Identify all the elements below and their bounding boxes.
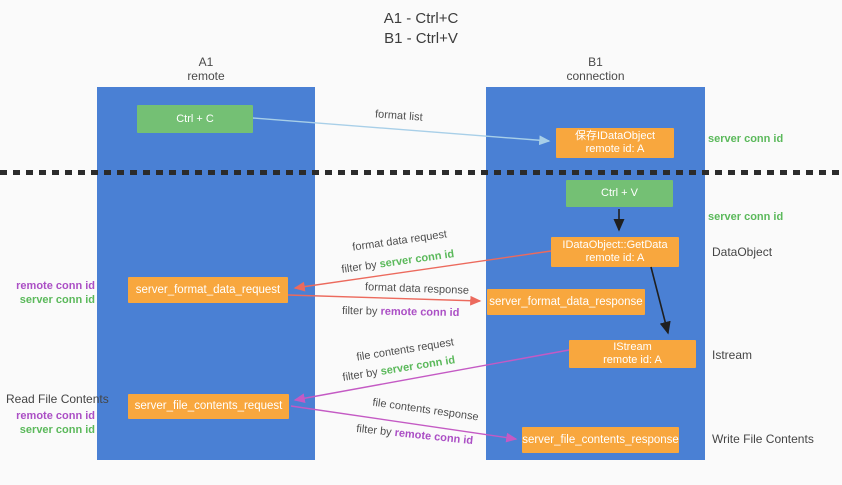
istream-line1: IStream bbox=[613, 341, 652, 353]
edge-label-filter-remote-1: filter by remote conn id bbox=[342, 305, 460, 319]
title-line-1: A1 - Ctrl+C bbox=[383, 10, 459, 27]
getdata-line2: remote id: A bbox=[585, 252, 645, 264]
format-response-label: server_format_data_response bbox=[489, 295, 643, 308]
lane-header-a1: A1 remote bbox=[97, 55, 315, 83]
edge-label-format-list: format list bbox=[374, 108, 424, 124]
annotation-server-conn-id-top: server conn id bbox=[708, 133, 784, 145]
lane-a1-role: remote bbox=[187, 69, 225, 83]
lane-a1-name: A1 bbox=[198, 55, 214, 69]
edge-label-format-data-response: format data response bbox=[364, 281, 470, 297]
server-conn-id-label: server conn id bbox=[19, 294, 95, 306]
filter-by-text: filter by bbox=[341, 304, 381, 318]
annotation-istream: Istream bbox=[712, 348, 753, 362]
dotted-divider-line bbox=[0, 170, 842, 175]
annotation-write-file-contents: Write File Contents bbox=[712, 432, 814, 446]
node-idataobject-getdata: IDataObject::GetData remote id: A bbox=[551, 237, 679, 267]
server-conn-id-label: server conn id bbox=[19, 424, 95, 436]
annotation-read-file-contents: Read File Contents bbox=[6, 392, 109, 406]
istream-line2: remote id: A bbox=[603, 354, 662, 366]
node-save-idataobject: 保存IDataObject remote id: A bbox=[556, 128, 674, 158]
filter-by-text: filter by bbox=[355, 422, 396, 439]
filter-by-text: filter by bbox=[340, 258, 381, 276]
node-server-format-data-response: server_format_data_response bbox=[487, 289, 645, 315]
annotation-conn-ids-upper: remote conn id server conn id bbox=[10, 279, 95, 307]
annotation-dataobject: DataObject bbox=[712, 245, 773, 259]
node-server-format-data-request: server_format_data_request bbox=[128, 277, 288, 303]
node-server-file-contents-response: server_file_contents_response bbox=[522, 427, 679, 453]
diagram-title: A1 - Ctrl+C B1 - Ctrl+V bbox=[0, 9, 842, 49]
remote-conn-id-key: remote conn id bbox=[380, 305, 460, 320]
edge-label-file-contents-response: file contents response bbox=[371, 396, 480, 424]
node-ctrl-v: Ctrl + V bbox=[566, 180, 673, 207]
lane-header-b1: B1 connection bbox=[486, 55, 705, 83]
remote-conn-id-label: remote conn id bbox=[16, 410, 95, 422]
remote-conn-id-key: remote conn id bbox=[393, 426, 474, 448]
format-request-label: server_format_data_request bbox=[135, 283, 281, 296]
title-line-2: B1 - Ctrl+V bbox=[384, 30, 458, 47]
lane-b1-role: connection bbox=[566, 69, 625, 83]
edge-label-format-data-request: format data request bbox=[351, 228, 448, 254]
getdata-line1: IDataObject::GetData bbox=[562, 239, 668, 251]
file-request-label: server_file_contents_request bbox=[134, 400, 283, 412]
annotation-conn-ids-lower: remote conn id server conn id bbox=[10, 409, 95, 437]
node-ctrl-c: Ctrl + C bbox=[137, 105, 253, 133]
ctrl-v-label: Ctrl + V bbox=[601, 187, 638, 199]
node-istream: IStream remote id: A bbox=[569, 340, 696, 368]
save-idataobject-line1: 保存IDataObject bbox=[574, 130, 656, 142]
lane-b1-name: B1 bbox=[588, 55, 603, 69]
filter-by-text: filter by bbox=[341, 365, 382, 384]
server-conn-id-key: server conn id bbox=[378, 248, 456, 271]
annotation-server-conn-id-mid: server conn id bbox=[708, 211, 784, 223]
node-server-file-contents-request: server_file_contents_request bbox=[128, 394, 289, 419]
remote-conn-id-label: remote conn id bbox=[16, 280, 95, 292]
ctrl-c-label: Ctrl + C bbox=[176, 112, 214, 125]
save-idataobject-line2: remote id: A bbox=[585, 143, 645, 155]
file-response-label: server_file_contents_response bbox=[522, 433, 679, 446]
edge-label-filter-remote-2: filter by remote conn id bbox=[356, 423, 474, 447]
